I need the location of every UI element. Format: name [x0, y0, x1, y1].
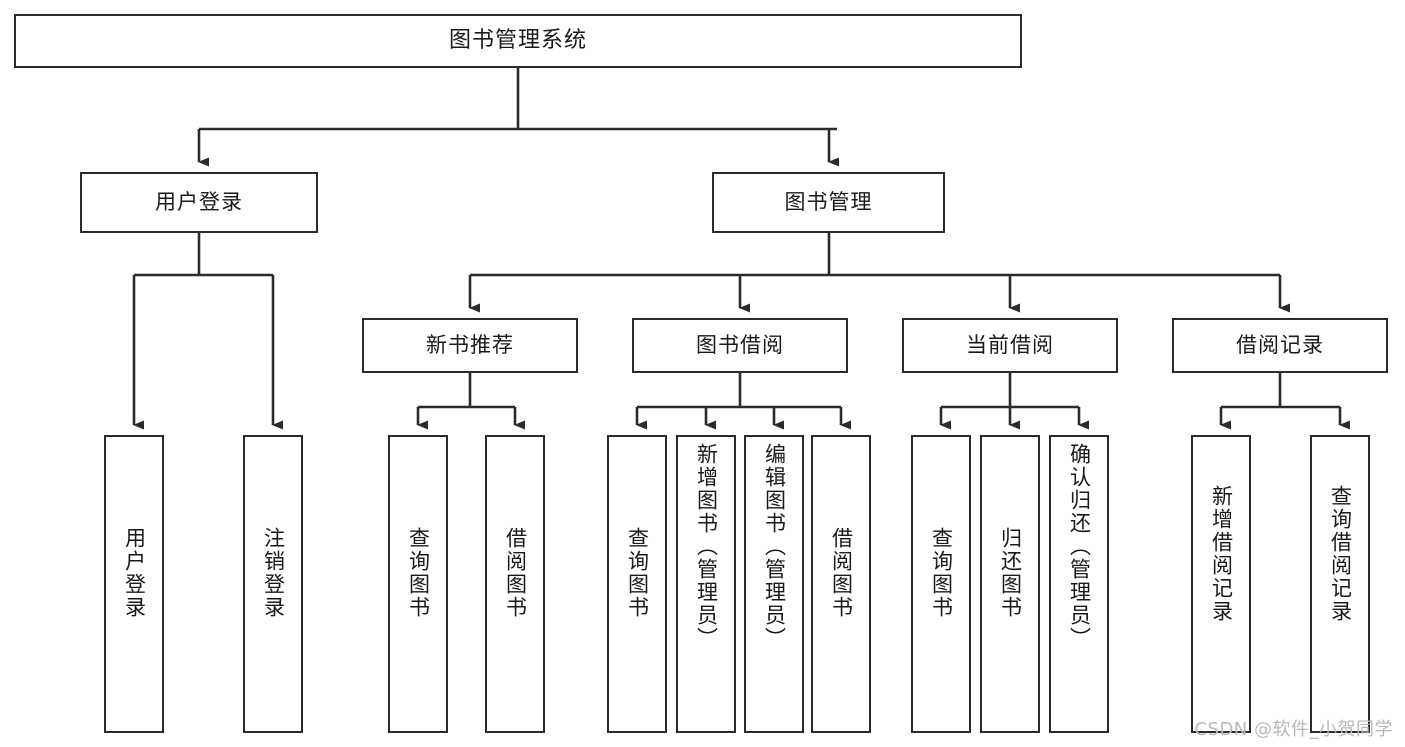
node-label: 图书管理	[784, 189, 873, 214]
leaf-label: 确认归还（管理员）	[1067, 443, 1092, 650]
node-borrow-record[interactable]: 借阅记录	[1172, 318, 1388, 373]
leaf-label: 查询图书	[929, 527, 954, 619]
leaf-borrow-record-query-record[interactable]: 查询借阅记录	[1310, 435, 1370, 733]
node-label: 新书推荐	[426, 332, 514, 357]
node-book-borrow[interactable]: 图书借阅	[632, 318, 848, 373]
node-label: 当前借阅	[966, 332, 1054, 357]
node-label: 图书借阅	[696, 332, 784, 357]
leaf-book-borrow-borrow-book[interactable]: 借阅图书	[811, 435, 871, 733]
node-label: 借阅记录	[1236, 332, 1324, 357]
leaf-current-borrow-confirm-return-admin[interactable]: 确认归还（管理员）	[1049, 435, 1109, 733]
csdn-watermark: CSDN @软件_小贺同学	[1194, 719, 1393, 740]
node-current-borrow[interactable]: 当前借阅	[902, 318, 1118, 373]
node-book-management[interactable]: 图书管理	[712, 172, 945, 233]
leaf-label: 借阅图书	[503, 527, 528, 619]
leaf-current-borrow-query-book[interactable]: 查询图书	[911, 435, 971, 733]
leaf-label: 借阅图书	[829, 527, 854, 619]
leaf-label: 查询图书	[625, 527, 650, 619]
leaf-label: 归还图书	[998, 527, 1023, 619]
leaf-book-borrow-add-book-admin[interactable]: 新增图书（管理员）	[676, 435, 736, 733]
node-new-book-recommend[interactable]: 新书推荐	[362, 318, 578, 373]
leaf-user-login-login[interactable]: 用户登录	[104, 435, 164, 733]
leaf-new-book-query-book[interactable]: 查询图书	[388, 435, 448, 733]
node-label: 用户登录	[155, 189, 243, 214]
leaf-label: 查询借阅记录	[1328, 485, 1353, 623]
node-label: 图书管理系统	[448, 27, 587, 53]
leaf-book-borrow-query-book[interactable]: 查询图书	[607, 435, 667, 733]
leaf-label: 新增借阅记录	[1209, 485, 1234, 623]
leaf-book-borrow-edit-book-admin[interactable]: 编辑图书（管理员）	[744, 435, 804, 733]
leaf-label: 注销登录	[261, 527, 286, 619]
node-root-book-management-system[interactable]: 图书管理系统	[14, 14, 1022, 68]
leaf-current-borrow-return-book[interactable]: 归还图书	[980, 435, 1040, 733]
leaf-borrow-record-add-record[interactable]: 新增借阅记录	[1191, 435, 1251, 733]
leaf-new-book-borrow-book[interactable]: 借阅图书	[485, 435, 545, 733]
leaf-label: 查询图书	[406, 527, 431, 619]
leaf-user-login-logout[interactable]: 注销登录	[243, 435, 303, 733]
leaf-label: 用户登录	[122, 527, 147, 619]
node-user-login[interactable]: 用户登录	[80, 172, 318, 233]
leaf-label: 编辑图书（管理员）	[762, 443, 787, 650]
leaf-label: 新增图书（管理员）	[694, 443, 719, 650]
